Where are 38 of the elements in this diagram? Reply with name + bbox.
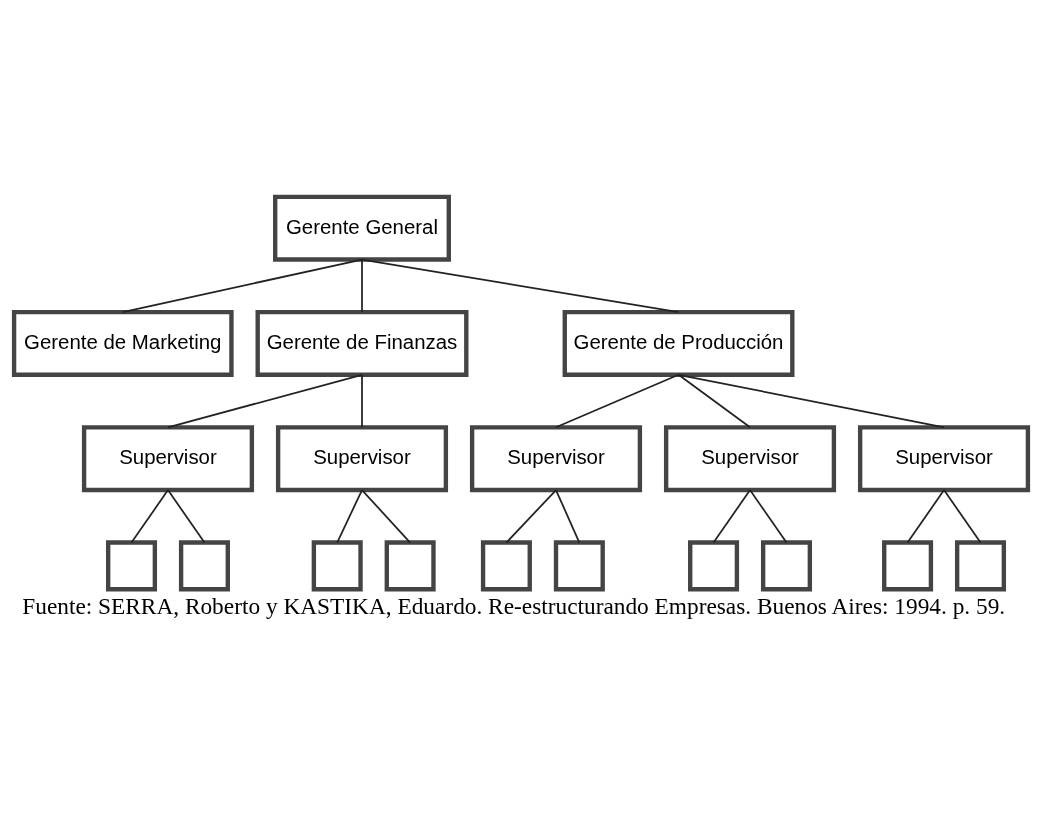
node-box: Supervisor	[81, 424, 255, 492]
node-box: Supervisor	[469, 424, 643, 492]
node-box	[311, 539, 363, 591]
connector	[906, 488, 945, 543]
connector	[361, 373, 363, 428]
connector	[121, 258, 363, 313]
node-box: Gerente de Marketing	[11, 309, 234, 377]
node-box	[384, 539, 436, 591]
connector	[361, 258, 363, 313]
connector	[555, 373, 680, 428]
connector	[749, 488, 788, 543]
node-box: Supervisor	[663, 424, 837, 492]
connector	[130, 488, 169, 543]
connector	[712, 488, 751, 543]
connector	[677, 373, 945, 428]
node-box	[760, 539, 813, 591]
connector	[336, 488, 363, 543]
connector	[167, 488, 206, 543]
connector	[555, 488, 581, 543]
connector	[943, 488, 982, 543]
node-box: Gerente de Finanzas	[255, 309, 469, 377]
connector	[677, 373, 751, 428]
node-box: Gerente General	[273, 194, 451, 262]
connector	[505, 488, 557, 543]
node-box	[480, 539, 532, 591]
node-box	[882, 539, 934, 591]
node-box: Gerente de Producción	[562, 309, 795, 377]
node-box	[178, 539, 230, 591]
node-box: Supervisor	[275, 424, 449, 492]
connector	[361, 488, 411, 543]
node-box	[688, 539, 740, 591]
connector	[361, 258, 680, 313]
connector	[167, 373, 363, 428]
node-box: Supervisor	[857, 424, 1031, 492]
node-box	[106, 539, 158, 591]
caption: Fuente: SERRA, Roberto y KASTIKA, Eduardo. Re-estructurando Empresas. Buenos Aires: 1994. p. 59.	[22, 592, 1006, 619]
node-box	[553, 539, 605, 591]
node-box	[954, 539, 1007, 591]
